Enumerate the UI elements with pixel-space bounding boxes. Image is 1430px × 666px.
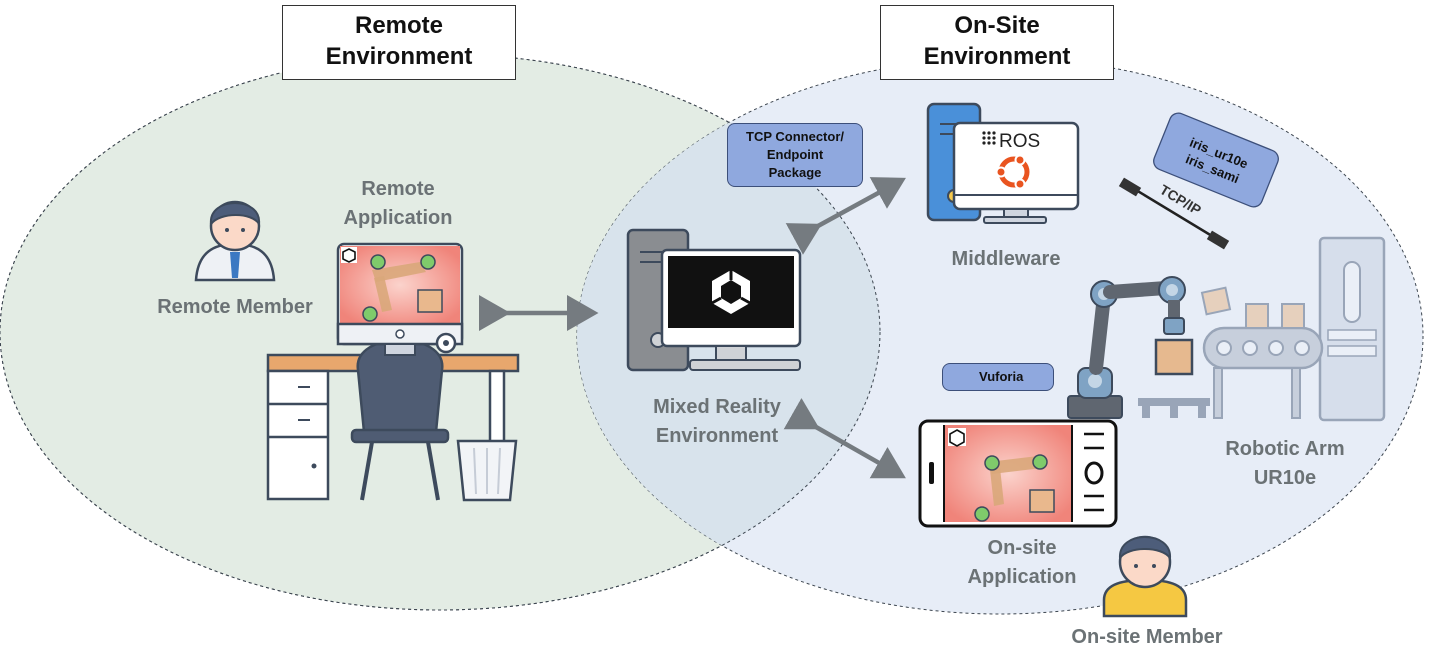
remote-title-line1: Remote bbox=[354, 12, 444, 39]
onsite-application-label-line2: Application bbox=[967, 566, 1077, 588]
remote-application-label: Remote Application bbox=[318, 175, 478, 233]
onsite-environment-title: On-Site Environment bbox=[880, 5, 1114, 80]
onsite-title-line1: On-Site bbox=[954, 12, 1040, 39]
onsite-application-label: On-site Application bbox=[942, 534, 1102, 592]
arrow-mr-to-middleware bbox=[785, 177, 906, 255]
mixed-reality-label-line1: Mixed Reality bbox=[653, 396, 781, 418]
robotic-arm-label-line2: UR10e bbox=[1253, 467, 1317, 489]
ros-logo-text: ROS bbox=[999, 131, 1040, 152]
vuforia-tag: Vuforia bbox=[942, 363, 1054, 391]
vuforia-label: Vuforia bbox=[979, 369, 1024, 384]
remote-application-label-line1: Remote bbox=[361, 178, 435, 200]
onsite-member-label: On-site Member bbox=[1071, 626, 1223, 648]
conveyor-machine bbox=[1138, 236, 1386, 422]
connection-arrows bbox=[479, 177, 906, 479]
ros-packages-tag: iris_ur10e iris_sami bbox=[1153, 112, 1279, 208]
onsite-member-icon bbox=[1102, 535, 1188, 618]
robotic-arm-label: Robotic Arm UR10e bbox=[1205, 435, 1365, 493]
middleware-label: Middleware bbox=[951, 248, 1061, 270]
remote-title-line2: Environment bbox=[325, 43, 473, 70]
arrow-mr-to-onsite-app bbox=[783, 397, 906, 479]
remote-application-label-line2: Application bbox=[343, 207, 453, 229]
robotic-arm-ur10e bbox=[1067, 276, 1194, 419]
remote-member-icon bbox=[194, 200, 276, 282]
onsite-title-line2: Environment bbox=[923, 43, 1071, 70]
onsite-application-label-line1: On-site bbox=[987, 537, 1057, 559]
remote-environment-title: Remote Environment bbox=[282, 5, 516, 80]
onsite-application-phone bbox=[918, 419, 1118, 528]
ros-logo-icon: ROS bbox=[982, 131, 1040, 152]
unity-logo-icon bbox=[711, 270, 751, 314]
tcp-connector-line2: Endpoint bbox=[766, 147, 824, 162]
middleware-computer: ROS bbox=[926, 102, 1080, 224]
mixed-reality-computer bbox=[626, 228, 802, 372]
mixed-reality-label: Mixed Reality Environment bbox=[624, 393, 810, 451]
tcp-connector-tag: TCP Connector/ Endpoint Package bbox=[727, 123, 863, 187]
tcp-connector-line1: TCP Connector/ bbox=[746, 129, 844, 144]
tcp-connector-line3: Package bbox=[768, 165, 822, 180]
remote-application-monitor bbox=[336, 242, 464, 356]
robotic-arm-label-line1: Robotic Arm bbox=[1225, 438, 1345, 460]
ubuntu-logo-icon bbox=[995, 154, 1030, 190]
remote-member-label: Remote Member bbox=[157, 296, 313, 318]
mixed-reality-label-line2: Environment bbox=[655, 425, 779, 447]
